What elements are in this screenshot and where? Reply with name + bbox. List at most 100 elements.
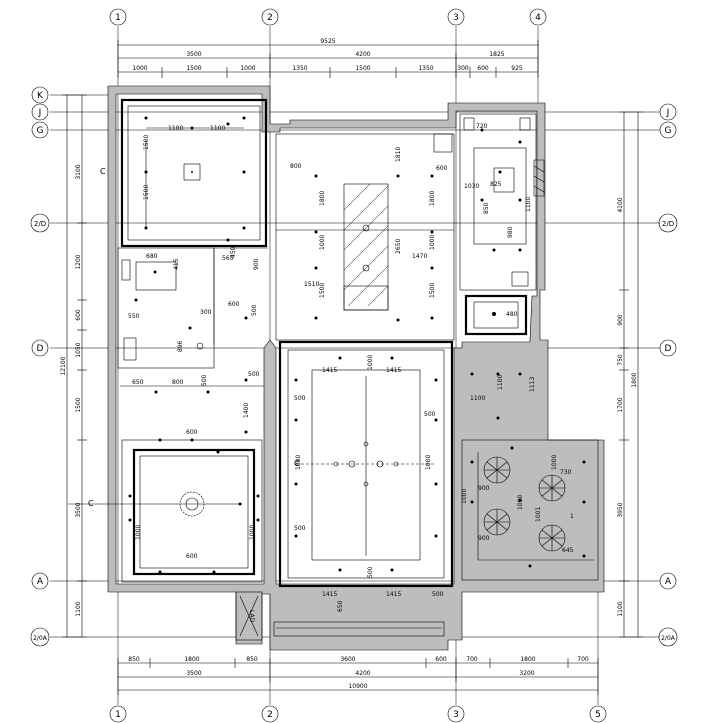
dim-top-s7: 300	[457, 65, 469, 72]
dim-bot-c: 3200	[519, 670, 534, 677]
lounge-dim-12: 1510	[304, 281, 319, 288]
axis-bottom-3: 3	[453, 710, 459, 720]
kitchen-dim-2: 1030	[464, 183, 479, 190]
dim-left-3: 600	[75, 309, 82, 321]
master-dim-3: 1500	[143, 135, 150, 150]
axis-left-J: J	[38, 108, 42, 118]
dim-top-s6: 1350	[418, 65, 433, 72]
bath-dim-7: 600	[228, 301, 240, 308]
dim-left-4: 1050	[75, 342, 82, 357]
axis-left-K: K	[37, 91, 44, 101]
dim-left-total: 12100	[60, 356, 67, 375]
dining-dim-4: 900	[478, 535, 490, 542]
dim-top-a: 3500	[186, 51, 201, 58]
kitchen-ceiling: 825 1030 850 980 1100 720 480	[433, 113, 545, 336]
dim-left-1: 3100	[75, 164, 82, 179]
dim-top-total: 9525	[320, 38, 335, 45]
dim-right-2: 1800	[631, 372, 638, 387]
axis-left-A: A	[37, 577, 44, 587]
living-dim-10: 1000	[425, 455, 432, 470]
bath-dim-4: 450	[230, 246, 237, 258]
mark-lad: LAD	[248, 610, 255, 623]
living-dim-5: 500	[294, 395, 306, 402]
lounge-dim-10: 1470	[412, 253, 427, 260]
mark-c-1: C	[100, 167, 106, 176]
living-dim-12: 1000	[367, 355, 374, 370]
dim-bot-total: 10900	[348, 683, 367, 690]
master-dim-1: 1100	[168, 125, 183, 132]
living-dim-13: 650	[337, 600, 344, 612]
axis-bubbles-left: K J G 2/D D A 2/0A	[30, 86, 50, 647]
mark-c-2: C	[88, 499, 94, 508]
pendant-lamp-1	[483, 456, 511, 484]
lounge-dim-1: 800	[290, 163, 302, 170]
dim-bot-s1: 850	[128, 656, 140, 663]
bath-dim-6: 550	[128, 313, 140, 320]
lounge-dim-3: 1800	[319, 191, 326, 206]
corr-dim-4: 500	[248, 371, 260, 378]
corridor-ceiling: 650 800 500 500 1400	[120, 238, 268, 434]
dim-top-s5: 1500	[355, 65, 370, 72]
island-hatch	[343, 183, 389, 307]
dim-top-s3: 1000	[240, 65, 255, 72]
dining-dim-6: 1000	[517, 495, 524, 510]
pendant-lamp-3	[483, 508, 511, 536]
axis-top-1: 1	[115, 13, 121, 23]
right-dimension-text: 4100 1800 900 750 1700 3950 1100	[617, 197, 638, 616]
bath-dim-8: 500	[251, 304, 258, 316]
axis-bottom-1: 1	[115, 710, 121, 720]
right-dimensions	[619, 111, 643, 638]
pendant-lamp-2	[538, 474, 566, 502]
dim-top-s4: 1350	[292, 65, 307, 72]
living-room-ceiling: 1415 1415 1415 1415 500 500 500 500 500 …	[273, 340, 454, 637]
bath-dim-2: 415	[173, 258, 180, 270]
living-dim-4: 1415	[386, 591, 401, 598]
bed2-dim-3: 1000	[135, 525, 142, 540]
lounge-ceiling: 800 1810 1800 1800 2650 1500 1500 600 10…	[275, 133, 455, 341]
bath-dim-1: 680	[146, 253, 158, 260]
corr-dim-2: 800	[172, 379, 184, 386]
kitchen-dim-5: 1100	[525, 197, 532, 212]
bath-dim-3: 565	[222, 255, 234, 262]
corr-dim-3: 500	[201, 374, 208, 386]
lounge-dim-5: 2650	[395, 239, 402, 254]
lounge-dim-6: 1500	[319, 283, 326, 298]
living-dim-11: 1000	[295, 455, 302, 470]
living-dim-8: 500	[432, 591, 444, 598]
living-dim-1: 1415	[322, 367, 337, 374]
dining-dim-9: 730	[560, 469, 572, 476]
dining-dim-10: 645	[562, 547, 574, 554]
dim-bot-s5: 600	[435, 656, 447, 663]
axis-bubbles-top: 1 2 3 4	[109, 8, 547, 26]
bottom-dimensions	[117, 658, 599, 695]
lounge-dim-7: 1500	[429, 283, 436, 298]
living-dim-6: 500	[424, 411, 436, 418]
dining-dim-3: 900	[478, 485, 490, 492]
dim-right-5: 1700	[617, 397, 624, 412]
axis-right-G: G	[665, 126, 672, 136]
dining-dim-1: 1100	[470, 395, 485, 402]
kitchen-dim-4: 980	[507, 226, 514, 238]
kitchen-dim-3: 850	[483, 202, 490, 214]
dim-left-6: 3500	[75, 502, 82, 517]
dim-bot-b: 4200	[355, 670, 370, 677]
dining-ceiling: 1100 1100 900 900 1000 1000 1000 1001 73…	[461, 372, 599, 581]
axis-right-20A: 2/0A	[661, 635, 676, 642]
dim-bot-s6: 700	[466, 656, 478, 663]
living-dim-7: 500	[294, 525, 306, 532]
dim-bot-s4: 3600	[340, 656, 355, 663]
living-dim-2: 1415	[386, 367, 401, 374]
corr-dim-1: 650	[132, 379, 144, 386]
kitchen-dim-6: 720	[476, 123, 488, 130]
dining-dim-5: 1000	[551, 455, 558, 470]
dim-right-1: 4100	[617, 197, 624, 212]
master-dim-4: 1500	[143, 185, 150, 200]
bed2-dim-1: 600	[186, 429, 198, 436]
dim-bot-s8: 700	[577, 656, 589, 663]
axis-right-D: D	[665, 344, 672, 354]
kitchen-dim-1: 825	[490, 181, 502, 188]
dining-dim-11: 1113	[529, 377, 536, 392]
dim-top-s8: 600	[477, 65, 489, 72]
lounge-dim-9: 1000	[319, 235, 326, 250]
bathroom-ceiling: 680 415 565 450 900 550 600 500 300 896	[117, 246, 260, 369]
